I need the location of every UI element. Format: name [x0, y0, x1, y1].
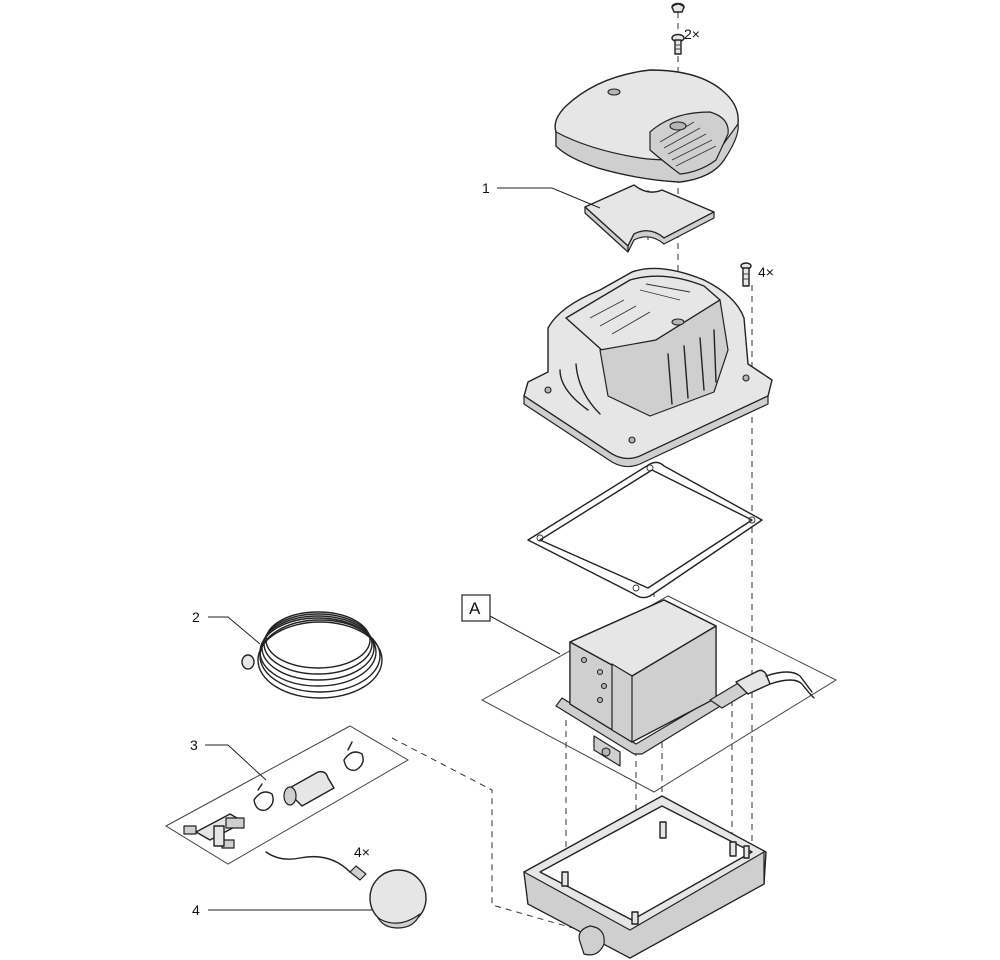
- air-hose: [241, 611, 383, 699]
- connector-set-plate: [165, 725, 409, 865]
- air-stone: [265, 851, 427, 929]
- gasket: [527, 461, 763, 599]
- side-screw: [740, 262, 752, 287]
- cover-vent-slots: [659, 121, 717, 167]
- part-1-leader: [497, 187, 601, 209]
- part-1-label: 1: [482, 180, 490, 196]
- bottom-housing: [523, 795, 767, 959]
- top-screw-qty-label: 2×: [684, 26, 700, 42]
- top-cover: [554, 69, 739, 183]
- assembly-a-leader: [489, 615, 561, 655]
- part-2-leader: [208, 616, 261, 645]
- part-4-label: 4: [192, 902, 200, 918]
- part-3-label: 3: [190, 737, 198, 753]
- filter-pad: [584, 184, 715, 253]
- side-screw-qty-label: 4×: [758, 264, 774, 280]
- top-cap-screw: [671, 2, 685, 13]
- bottom-housing-posts: [561, 821, 750, 925]
- housing-fins: [667, 329, 717, 405]
- motor-unit: [555, 599, 815, 767]
- assembly-a-label: A: [469, 599, 481, 618]
- housing-top-slots: [589, 283, 691, 335]
- connector-set: [183, 741, 364, 849]
- assembly-a-tag: A: [461, 594, 491, 622]
- part-2-label: 2: [192, 609, 200, 625]
- top-screw: [671, 33, 685, 55]
- part-3-leader: [205, 744, 267, 781]
- upper-housing: [523, 267, 773, 468]
- part-4-qty-label: 4×: [354, 844, 370, 860]
